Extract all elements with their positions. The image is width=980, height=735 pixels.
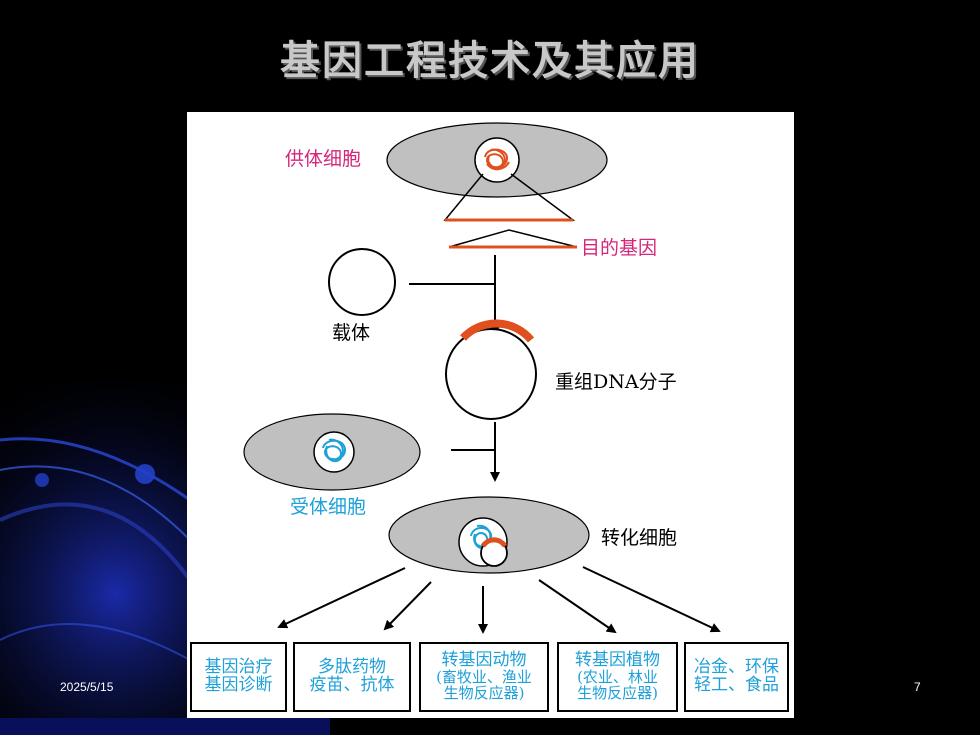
application-box: 多肽药物 疫苗、抗体 (293, 642, 411, 712)
arrow-app-5 (582, 566, 721, 633)
application-line: 基因治疗 (204, 657, 273, 678)
arrow-app-4 (538, 579, 617, 634)
recipient-dna-icon (322, 438, 347, 463)
application-line: 轻工、食品 (694, 675, 779, 695)
application-line: 多肽药物 (318, 657, 386, 678)
donor-cell-label: 供体细胞 (285, 148, 362, 170)
application-box: 冶金、环保 轻工、食品 (684, 642, 789, 712)
donor-dna-icon (484, 148, 510, 171)
gene-engineering-diagram (243, 122, 721, 634)
diagram-panel: 供体细胞 目的基因 载体 重组DNA分子 受体细胞 转化细胞 基因治疗 基因诊断… (187, 112, 794, 718)
application-box: 转基因动物 (畜牧业、渔业 生物反应器) (419, 642, 549, 712)
transformed-inserted-gene (480, 537, 508, 548)
arrow-app-1 (277, 567, 406, 629)
application-box: 转基因植物 (农业、林业 生物反应器) (557, 642, 678, 712)
fragment-lines (448, 229, 578, 248)
application-box: 基因治疗 基因诊断 (190, 642, 287, 712)
application-line: 生物反应器) (443, 683, 525, 702)
vector-label: 载体 (332, 322, 371, 344)
recombinant-dna-label: 重组DNA分子 (555, 371, 677, 393)
application-line: (畜牧业、渔业 (436, 668, 532, 687)
arrow-app-2 (383, 581, 432, 631)
vector-plasmid (328, 248, 396, 316)
recombinant-plasmid (445, 328, 537, 420)
slide-title: 基因工程技术及其应用 (280, 38, 700, 84)
inserted-gene (460, 319, 535, 343)
application-line: 转基因动物 (441, 650, 527, 671)
application-line: 冶金、环保 (694, 657, 779, 678)
application-line: 基因诊断 (204, 675, 273, 695)
transformed-cell-label: 转化细胞 (601, 527, 678, 549)
recipient-nucleus (313, 431, 355, 473)
application-line: 疫苗、抗体 (309, 675, 395, 695)
page-number: 7 (914, 680, 921, 694)
target-gene-label: 目的基因 (581, 237, 658, 259)
application-line: 生物反应器) (577, 683, 658, 702)
recipient-cell-label: 受体细胞 (290, 496, 367, 518)
application-line: (农业、林业 (577, 668, 658, 687)
application-line: 转基因植物 (575, 650, 660, 671)
slide-date: 2025/5/15 (60, 680, 114, 694)
donor-nucleus (474, 137, 520, 183)
